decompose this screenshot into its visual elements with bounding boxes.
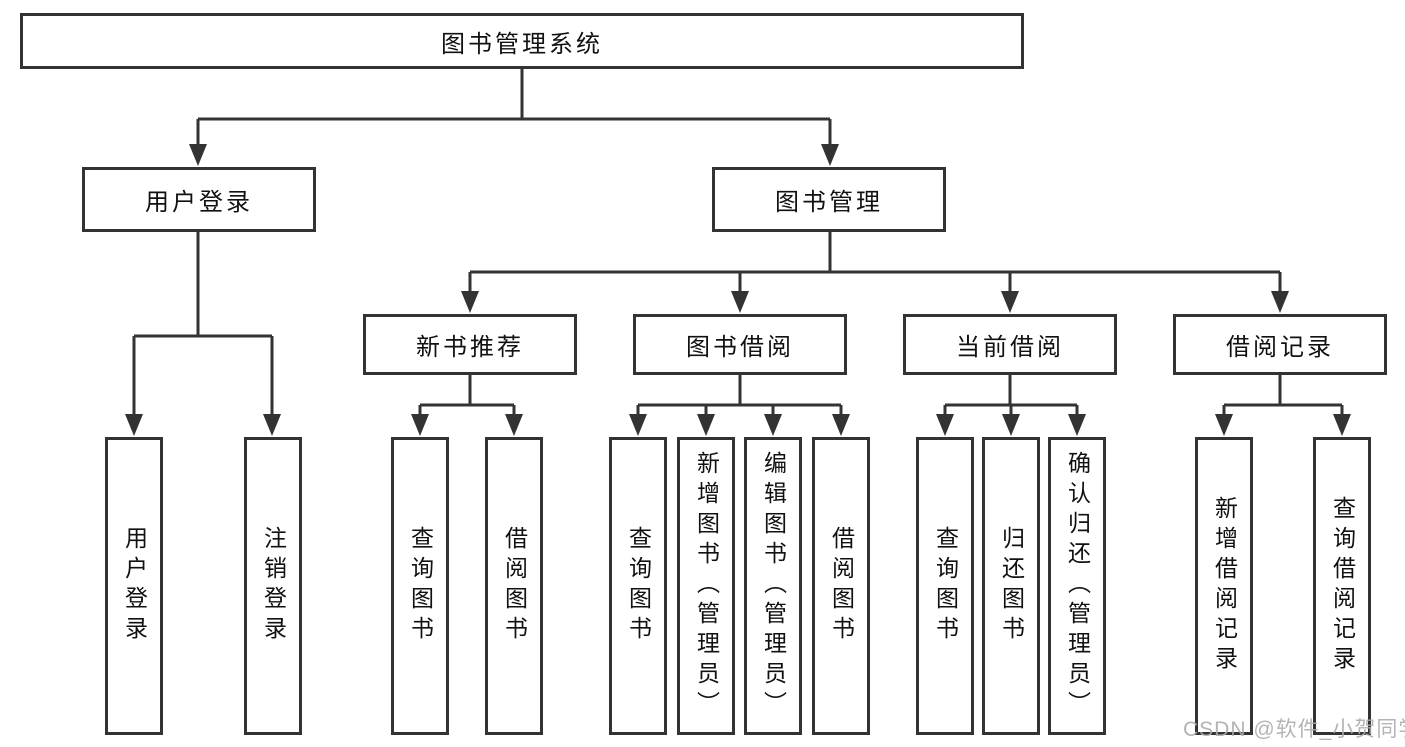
- leaf-logout: 注销登录: [244, 437, 302, 735]
- node-book-management-label: 图书管理: [775, 189, 883, 216]
- leaf-add-book-admin-label: 新增图书（管理员）: [693, 451, 720, 721]
- node-root-label: 图书管理系统: [441, 30, 603, 58]
- leaf-query-books-current-label: 查询图书: [932, 526, 959, 646]
- leaf-borrow-books-recommend: 借阅图书: [485, 437, 543, 735]
- node-new-book-recommend-label: 新书推荐: [416, 334, 524, 361]
- leaf-query-books-recommend: 查询图书: [391, 437, 449, 735]
- node-borrowing-records-label: 借阅记录: [1226, 334, 1334, 361]
- node-current-borrowing-label: 当前借阅: [956, 334, 1064, 361]
- node-current-borrowing: 当前借阅: [903, 314, 1117, 375]
- leaf-edit-book-admin: 编辑图书（管理员）: [744, 437, 802, 735]
- leaf-logout-label: 注销登录: [260, 526, 287, 646]
- node-user-login-label: 用户登录: [145, 189, 253, 216]
- leaf-confirm-return-admin-label: 确认归还（管理员）: [1064, 451, 1091, 721]
- leaf-query-borrow-record: 查询借阅记录: [1313, 437, 1371, 735]
- leaf-borrow-books-borrowing-label: 借阅图书: [828, 526, 855, 646]
- node-book-management: 图书管理: [712, 167, 946, 232]
- leaf-query-books-borrowing: 查询图书: [609, 437, 667, 735]
- leaf-borrow-books-borrowing: 借阅图书: [812, 437, 870, 735]
- node-borrowing-records: 借阅记录: [1173, 314, 1387, 375]
- leaf-borrow-books-recommend-label: 借阅图书: [501, 526, 528, 646]
- node-new-book-recommend: 新书推荐: [363, 314, 577, 375]
- node-book-borrowing: 图书借阅: [633, 314, 847, 375]
- leaf-query-borrow-record-label: 查询借阅记录: [1329, 496, 1356, 676]
- leaf-query-books-recommend-label: 查询图书: [407, 526, 434, 646]
- node-book-borrowing-label: 图书借阅: [686, 334, 794, 361]
- leaf-add-borrow-record-label: 新增借阅记录: [1211, 496, 1238, 676]
- node-root-system: 图书管理系统: [20, 13, 1024, 69]
- leaf-query-books-borrowing-label: 查询图书: [625, 526, 652, 646]
- leaf-add-book-admin: 新增图书（管理员）: [677, 437, 735, 735]
- leaf-edit-book-admin-label: 编辑图书（管理员）: [760, 451, 787, 721]
- leaf-user-login: 用户登录: [105, 437, 163, 735]
- csdn-watermark: CSDN @软件_小贺同学: [1183, 718, 1405, 741]
- leaf-add-borrow-record: 新增借阅记录: [1195, 437, 1253, 735]
- leaf-user-login-label: 用户登录: [121, 526, 148, 646]
- leaf-return-books-label: 归还图书: [998, 526, 1025, 646]
- leaf-query-books-current: 查询图书: [916, 437, 974, 735]
- leaf-return-books: 归还图书: [982, 437, 1040, 735]
- leaf-confirm-return-admin: 确认归还（管理员）: [1048, 437, 1106, 735]
- node-user-login: 用户登录: [82, 167, 316, 232]
